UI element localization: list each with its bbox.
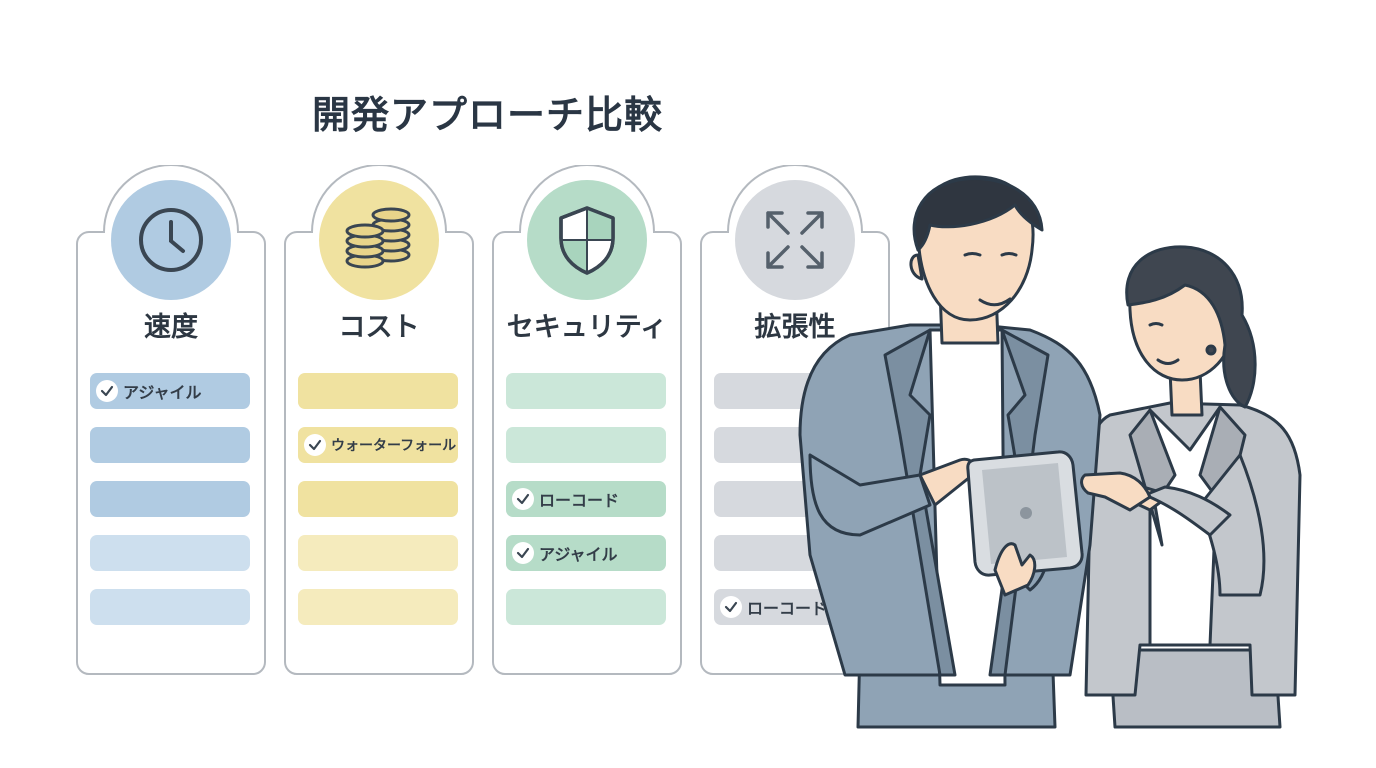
bar-2: ウォーターフォール	[298, 427, 458, 463]
bar-5	[506, 589, 666, 625]
bar-label: アジャイル	[539, 545, 618, 564]
bar-label: アジャイル	[123, 383, 202, 402]
bar-4	[298, 535, 458, 571]
card-label: セキュリティ	[506, 312, 668, 343]
bar-label: ローコード	[747, 599, 828, 618]
check-icon	[512, 488, 534, 510]
bar-label: ローコード	[539, 491, 620, 510]
bar-label: ウォーターフォール	[331, 438, 457, 454]
bar-1	[506, 373, 666, 409]
shield-icon	[527, 180, 647, 300]
card-scalability: 拡張性 ローコード	[700, 165, 890, 675]
check-icon	[96, 380, 118, 402]
check-icon	[720, 596, 742, 618]
woman-figure	[1084, 245, 1302, 729]
check-icon	[304, 434, 326, 456]
card-label: 速度	[144, 312, 198, 343]
bar-5	[298, 589, 458, 625]
bar-3: ローコード	[506, 481, 666, 517]
bar-1	[298, 373, 458, 409]
expand-icon	[735, 180, 855, 300]
bar-5	[90, 589, 250, 625]
bar-4: アジャイル	[506, 535, 666, 571]
bar-4	[90, 535, 250, 571]
clock-icon	[111, 180, 231, 300]
bar-3	[298, 481, 458, 517]
card-cost: コスト ウォーターフォール	[284, 165, 474, 675]
card-label: コスト	[338, 312, 420, 343]
bar-3	[90, 481, 250, 517]
card-security: セキュリティ ローコード アジャイル	[492, 165, 682, 675]
bar-1: アジャイル	[90, 373, 250, 409]
card-label: 拡張性	[754, 312, 836, 343]
card-speed: 速度 アジャイル	[76, 165, 266, 675]
tablet-icon	[966, 450, 1084, 577]
bar-2	[90, 427, 250, 463]
bar-2	[506, 427, 666, 463]
people-illustration	[798, 175, 1302, 729]
page-title: 開発アプローチ比較	[312, 93, 664, 137]
coins-icon	[319, 180, 439, 300]
check-icon	[512, 542, 534, 564]
